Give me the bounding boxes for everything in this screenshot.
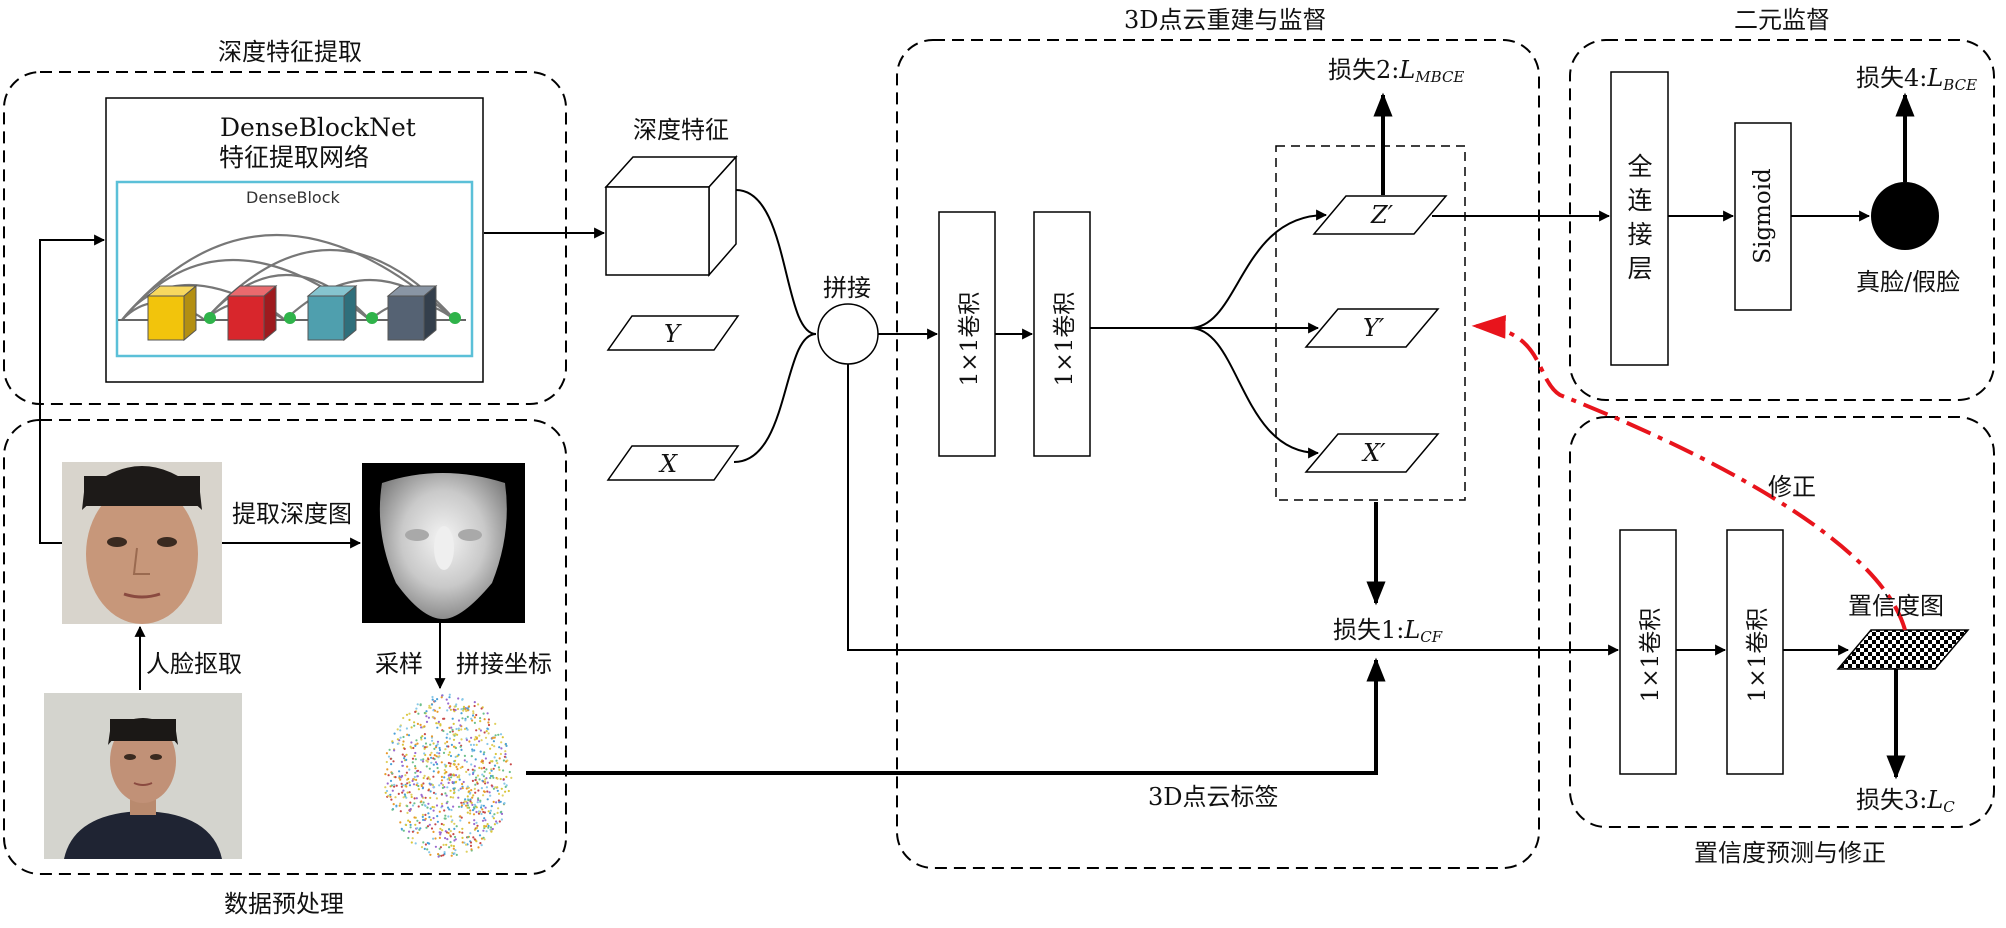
denseblock-label: DenseBlock: [246, 188, 340, 207]
extract-depth-label: 提取深度图: [232, 500, 352, 528]
confidence-map-label: 置信度图: [1848, 592, 1944, 620]
pointcloud-label: 3D点云标签: [1148, 783, 1279, 811]
network-subtitle: 特征提取网络: [219, 143, 370, 172]
group-frame-binary: [1569, 39, 1995, 401]
conv4-label: 1×1卷积: [1745, 607, 1771, 703]
arrow-pointcloud-to-loss1: [526, 657, 1386, 775]
group-label-binary: 二元监督: [1734, 6, 1830, 34]
loss1-symbol: L: [1404, 616, 1421, 644]
depth-feature-label: 深度特征: [633, 116, 729, 144]
x-coord-text: X: [660, 450, 678, 478]
loss1-prefix: 损失1:: [1333, 616, 1405, 644]
person-photo: [44, 693, 242, 859]
arrow-face-to-net: [39, 234, 106, 544]
y-coord-shape: [606, 315, 740, 351]
person-photo-art: [44, 693, 242, 859]
concat-coords-label: 拼接坐标: [456, 650, 552, 678]
point-cloud-art: [384, 693, 513, 858]
fc-layer-label: 全 连 接 层: [1620, 150, 1660, 286]
conv-box-3: [1619, 529, 1677, 775]
curve-feature-to-concat: [735, 189, 817, 335]
loss1-subscript: CF: [1420, 628, 1443, 646]
depth-map-art: [362, 463, 525, 623]
group-frame-depth-feature: [3, 71, 567, 405]
concat-label: 拼接: [823, 274, 871, 302]
dense-layer-slate: [386, 284, 438, 342]
conv-box-4: [1726, 529, 1784, 775]
y-coord-label: Y: [664, 322, 680, 346]
fc-char-4: 层: [1627, 254, 1653, 283]
x-coord-shape: [606, 445, 740, 481]
loss3-prefix: 损失3:: [1856, 786, 1928, 814]
conv-box-1: [938, 211, 996, 457]
dense-layer-yellow: [146, 284, 198, 342]
curve-x-to-concat: [733, 333, 817, 463]
loss3-symbol: L: [1927, 786, 1944, 814]
x-prime-text: X′: [1363, 439, 1386, 467]
fc-layer-box: [1610, 71, 1669, 366]
loss3-subscript: C: [1943, 798, 1955, 816]
z-prime-shape: [1312, 195, 1448, 235]
fc-char-1: 全: [1627, 152, 1653, 181]
output-coords-frame: [1275, 145, 1466, 501]
dense-transition-nodes: [204, 312, 461, 324]
fc-char-2: 连: [1627, 186, 1653, 215]
fc-char-3: 接: [1627, 220, 1653, 249]
conv-box-2: [1033, 211, 1091, 457]
conv2-label: 1×1卷积: [1052, 291, 1078, 387]
group-frame-confidence: [1569, 416, 1995, 828]
loss4-symbol: L: [1927, 64, 1944, 92]
face-photo-art: [62, 462, 222, 624]
loss2-symbol: L: [1399, 56, 1416, 84]
x-prime-label: X′: [1363, 441, 1386, 465]
group-label-confidence: 置信度预测与修正: [1694, 839, 1886, 867]
loss4-subscript: BCE: [1943, 76, 1978, 94]
dense-layer-red: [226, 284, 278, 342]
correction-label: 修正: [1768, 473, 1816, 501]
concat-node: [817, 303, 879, 365]
correction-arrow: [1471, 315, 1907, 631]
point-cloud-image: [370, 690, 526, 866]
connectors: [39, 189, 1871, 690]
loss1-label: 损失1:LCF: [1333, 618, 1442, 645]
loss2-label: 损失2:LMBCE: [1328, 58, 1464, 85]
arrow-concat-to-conv3: [847, 364, 1620, 656]
network-title: DenseBlockNet: [220, 113, 416, 142]
depth-map-image: [362, 463, 525, 623]
loss2-subscript: MBCE: [1415, 68, 1465, 86]
y-prime-shape: [1304, 308, 1440, 348]
loss2-prefix: 损失2:: [1328, 56, 1400, 84]
confidence-map-shape: [1836, 629, 1970, 670]
conv3-label: 1×1卷积: [1638, 607, 1664, 703]
face-photo: [62, 462, 222, 624]
group-label-preprocess: 数据预处理: [224, 890, 344, 918]
x-prime-shape: [1304, 433, 1440, 473]
group-frame-reconstruction: [896, 39, 1540, 869]
loss-connectors: [526, 92, 1915, 780]
dense-layer-teal: [306, 284, 358, 342]
y-coord-text: Y: [664, 320, 680, 348]
curve-branch-to-z: [1189, 209, 1328, 329]
loss4-prefix: 损失4:: [1856, 64, 1928, 92]
y-prime-text: Y′: [1363, 314, 1385, 342]
depth-feature-cube: [604, 155, 738, 278]
sigmoid-label: Sigmoid: [1750, 168, 1776, 264]
face-crop-label: 人脸抠取: [146, 650, 242, 678]
group-label-depth-feature: 深度特征提取: [218, 38, 362, 66]
loss3-label: 损失3:LC: [1856, 788, 1955, 815]
curve-branch-to-x: [1189, 327, 1320, 459]
z-prime-text: Z′: [1371, 201, 1394, 229]
loss4-label: 损失4:LBCE: [1856, 66, 1977, 93]
real-fake-label: 真脸/假脸: [1856, 268, 1961, 296]
conv1-label: 1×1卷积: [957, 291, 983, 387]
sigmoid-box: [1734, 122, 1792, 311]
group-label-reconstruction: 3D点云重建与监督: [1124, 6, 1327, 34]
x-coord-label: X: [660, 452, 677, 476]
z-prime-label: Z′: [1371, 203, 1393, 227]
output-node: [1871, 182, 1939, 250]
sampling-label: 采样: [375, 650, 423, 678]
y-prime-label: Y′: [1363, 316, 1384, 340]
